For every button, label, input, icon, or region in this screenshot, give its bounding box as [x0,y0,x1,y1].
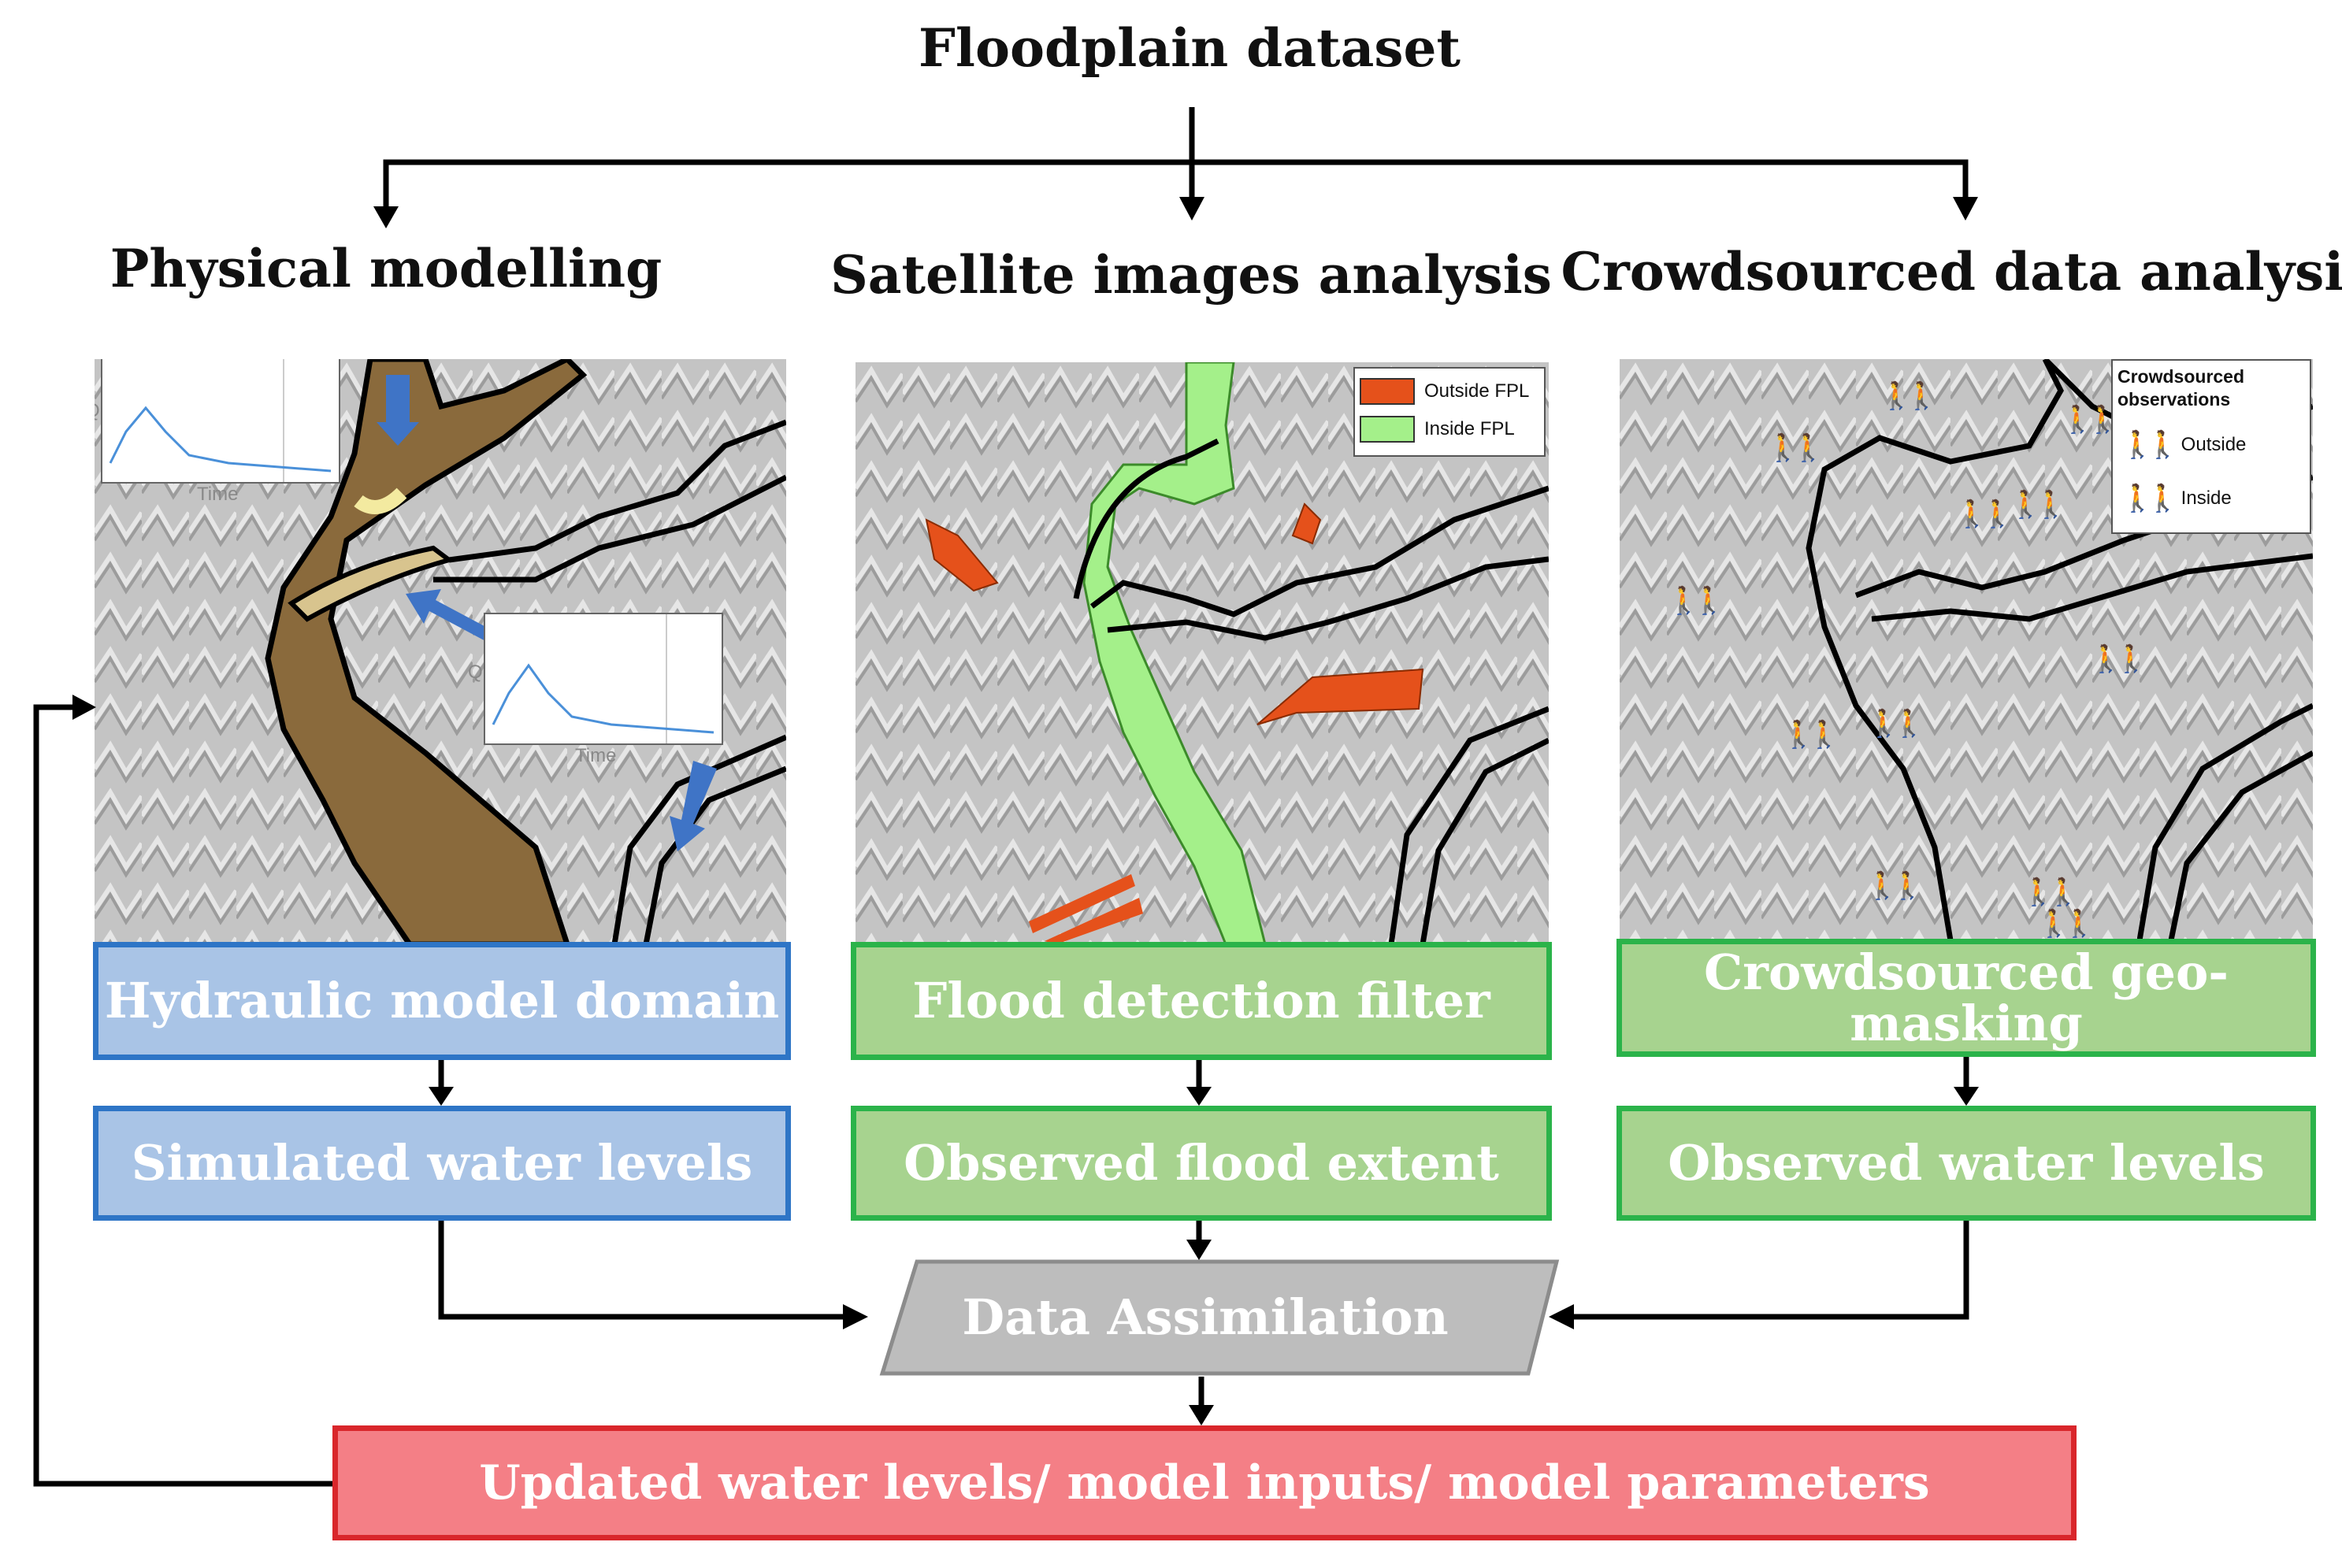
simulated-water-levels-box: Simulated water levels [93,1106,791,1221]
hiker-pair-icon-outside: 🚶🚶 [2121,429,2180,461]
hydrograph-curve [492,614,714,743]
hiker-pair-icon-outside: 🚶🚶 [1865,870,1924,902]
satellite-analysis-map: Outside FPL Inside FPL [856,362,1549,944]
hiker-pair-icon-outside: 🚶🚶 [2089,643,2148,675]
hydrograph-x-label: Time [197,484,239,505]
legend-inside-fpl-label: Inside FPL [1424,418,1515,439]
hydrograph-curve [109,359,332,482]
hiker-pair-icon-outside: 🚶🚶 [1667,585,1726,617]
hiker-pair-icon-inside: 🚶🚶 [2061,404,2120,436]
data-assimilation-label: Data Assimilation [962,1288,1449,1347]
inside-fpl-swatch [1360,416,1415,443]
outside-fpl-swatch [1360,378,1415,405]
hiker-pair-icon-inside: 🚶🚶 [2021,877,2080,908]
heading-crowdsourced-analysis: Crowdsourced data analysis [1561,241,2342,302]
hiker-pair-icon-outside: 🚶🚶 [1880,380,1939,412]
observed-flood-extent-box: Observed flood extent [851,1106,1552,1221]
satellite-legend: Outside FPL Inside FPL [1353,367,1546,457]
legend-inside-label: Inside [2181,487,2232,509]
legend-outside-fpl-label: Outside FPL [1424,380,1530,402]
heading-satellite-analysis: Satellite images analysis [830,244,1552,306]
data-assimilation-shape [879,1259,1560,1376]
crowdsourced-geo-masking-box: Crowdsourced geo-masking [1616,939,2316,1057]
hydrograph-inset-top: Q Time [95,359,340,505]
hiker-pair-icon-inside: 🚶🚶 [2037,908,2096,940]
hiker-pair-icon-inside: 🚶🚶 [1955,499,2014,530]
flood-detection-map-graphic [856,362,1549,944]
hydrograph-x-label: Time [575,745,617,766]
crowd-legend: Crowdsourced observations 🚶🚶 Outside 🚶🚶 … [2111,359,2311,534]
heading-physical-modelling: Physical modelling [109,238,663,299]
flood-detection-filter-box: Flood detection filter [851,942,1552,1060]
physical-model-map: Q Time Q Time [95,359,786,944]
hydrograph-y-label: Q [468,662,483,683]
legend-outside-label: Outside [2181,434,2247,455]
updated-values-box: Updated water levels/ model inputs/ mode… [332,1425,2077,1540]
legend-outside-fpl: Outside FPL [1360,378,1529,405]
hydraulic-model-domain-box: Hydraulic model domain [93,942,791,1060]
hiker-pair-icon-inside: 🚶🚶 [2121,483,2180,514]
hiker-pair-icon-outside: 🚶🚶 [1782,719,1841,751]
hiker-pair-icon-outside: 🚶🚶 [2009,489,2068,521]
diagram-title: Floodplain dataset [919,17,1461,79]
legend-outside: 🚶🚶 Outside [2121,432,2246,458]
observed-water-levels-box: Observed water levels [1616,1106,2316,1221]
hydrograph-inset-middle: Q Time [468,613,723,766]
hiker-pair-icon-outside: 🚶🚶 [1766,432,1825,464]
crowd-legend-title: Crowdsourced observations [2117,366,2245,410]
crowdsourced-map: 🚶🚶 🚶🚶 🚶🚶 🚶🚶 🚶🚶 🚶🚶 🚶🚶 🚶🚶 🚶🚶 🚶🚶 🚶🚶 🚶🚶 Crow… [1620,359,2313,940]
legend-inside: 🚶🚶 Inside [2121,485,2232,512]
legend-inside-fpl: Inside FPL [1360,416,1515,443]
hydrograph-y-label: Q [95,400,100,422]
hiker-pair-icon-inside: 🚶🚶 [1867,708,1926,740]
